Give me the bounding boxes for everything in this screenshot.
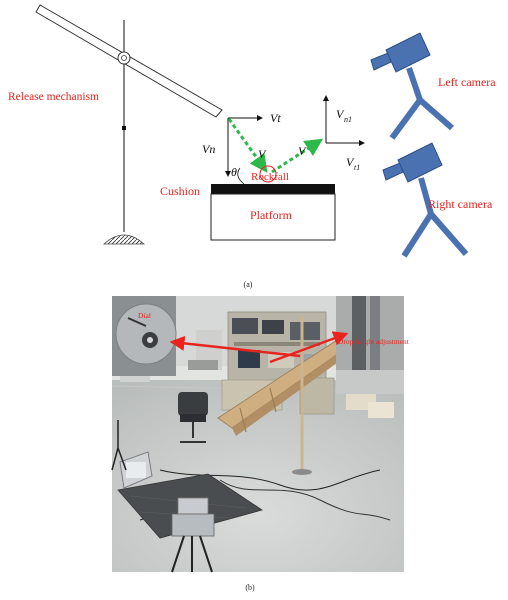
right-camera-label: Right camera: [428, 197, 493, 211]
led-light-panel: [119, 451, 153, 489]
rockfall-label: Rockfall: [251, 171, 289, 183]
camera-icon: [382, 142, 443, 183]
photo-b: Dial Drop height adjustment (b): [111, 296, 410, 592]
theta-arc: [237, 167, 245, 185]
vn-label: Vn: [202, 142, 215, 156]
caption-b: (b): [245, 583, 255, 592]
drop-height-inset: Drop height adjustment: [336, 296, 410, 394]
dial-inset: Dial: [112, 296, 177, 376]
incident-trajectory: [227, 118, 268, 173]
svg-text:n1: n1: [344, 115, 352, 124]
release-mechanism-label: Release mechanism: [8, 91, 99, 103]
release-mechanism: [35, 4, 223, 245]
drop-height-arrow: [269, 331, 349, 364]
dial-arrow: [169, 335, 301, 358]
theta-label: θ: [231, 165, 237, 179]
left-camera-label: Left camera: [438, 75, 496, 89]
rockfall-circle: [259, 165, 277, 183]
platform-block: [210, 193, 336, 241]
caption-a: (a): [244, 280, 253, 289]
cushion-block: [211, 184, 335, 194]
left-camera: [370, 32, 454, 140]
office-chair: [178, 392, 208, 443]
svg-text:V: V: [336, 107, 345, 121]
vn1-label: V n1: [336, 107, 352, 124]
drop-height-label: Drop height adjustment: [338, 337, 410, 346]
tripod-icon: [389, 67, 454, 140]
vt1-label: V t1: [346, 155, 360, 172]
svg-text:V: V: [346, 155, 355, 169]
vt-label: Vt: [270, 111, 281, 125]
tripod-icon: [401, 177, 469, 258]
platform-label: Platform: [250, 208, 293, 222]
rebound-trajectory: [271, 138, 324, 174]
dial-label: Dial: [138, 311, 151, 320]
v-incident-label: V: [258, 147, 267, 161]
svg-text:t1: t1: [354, 163, 360, 172]
camera-icon: [370, 32, 431, 73]
v-rebound-label: V: [298, 144, 307, 158]
diagram-a: Release mechanism Vt Vn V V θ Rockfall V…: [8, 4, 496, 289]
foreground-tripod: [171, 497, 215, 573]
right-camera: [382, 142, 469, 258]
cushion-label: Cushion: [160, 184, 200, 198]
